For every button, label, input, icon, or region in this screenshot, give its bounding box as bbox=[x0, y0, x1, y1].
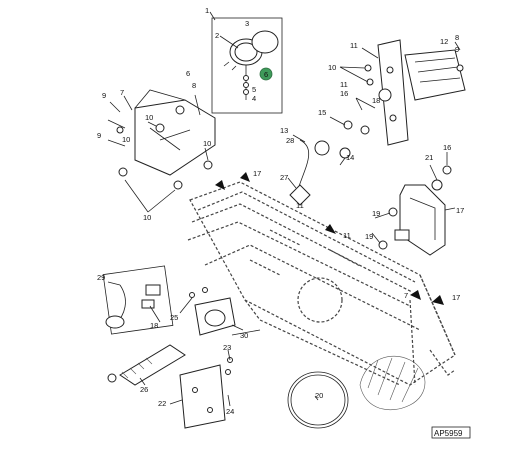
callout-17a: 17 bbox=[253, 169, 261, 178]
callout-17b: 17 bbox=[456, 206, 464, 215]
lamp-assembly: 6 bbox=[211, 17, 283, 114]
callout-18-upper: 18 bbox=[372, 96, 380, 105]
callout-23: 23 bbox=[223, 343, 231, 352]
callout-7b: 7 bbox=[404, 291, 408, 300]
leader-lines bbox=[107, 11, 461, 407]
callout-11d: 11 bbox=[343, 231, 351, 240]
callout-4: 4 bbox=[252, 94, 256, 103]
callout-9: 9 bbox=[102, 91, 106, 100]
callout-2: 2 bbox=[215, 31, 219, 40]
callout-10c: 10 bbox=[203, 139, 211, 148]
callout-6b: 6 bbox=[264, 70, 268, 79]
callout-19b: 19 bbox=[365, 232, 373, 241]
callout-16a: 16 bbox=[340, 89, 348, 98]
callout-11a: 11 bbox=[350, 41, 358, 50]
callout-26: 26 bbox=[140, 385, 148, 394]
callout-9c: 9 bbox=[455, 45, 459, 54]
wiring-harness-upper bbox=[289, 120, 370, 206]
callout-6: 6 bbox=[186, 69, 190, 78]
pointer-arrows bbox=[215, 172, 444, 305]
callout-30: 30 bbox=[240, 331, 248, 340]
tail-light-assembly bbox=[364, 39, 466, 146]
callout-20: 20 bbox=[315, 391, 323, 400]
callout-14: 14 bbox=[346, 153, 354, 162]
callout-13: 13 bbox=[280, 126, 288, 135]
reference-code: AP5959 bbox=[434, 429, 463, 438]
callout-5: 5 bbox=[252, 85, 256, 94]
callout-8b: 8 bbox=[455, 33, 459, 42]
right-bracket bbox=[378, 165, 452, 256]
callout-21: 21 bbox=[425, 153, 433, 162]
callout-12: 12 bbox=[440, 37, 448, 46]
callout-3: 3 bbox=[245, 19, 249, 28]
callout-7: 7 bbox=[120, 88, 124, 97]
callout-10d: 10 bbox=[143, 213, 151, 222]
wire-coil bbox=[287, 371, 349, 429]
callout-19a: 19 bbox=[372, 209, 380, 218]
callout-16b: 16 bbox=[443, 143, 451, 152]
callout-8: 8 bbox=[192, 81, 196, 90]
callout-24: 24 bbox=[226, 407, 234, 416]
callout-11b: 11 bbox=[340, 80, 348, 89]
callout-29: 29 bbox=[97, 273, 105, 282]
callout-15: 15 bbox=[318, 108, 326, 117]
callout-18: 18 bbox=[150, 321, 158, 330]
lamp-bulb-highlight bbox=[259, 67, 273, 81]
callout-10b: 10 bbox=[122, 135, 130, 144]
main-rack-body bbox=[187, 181, 456, 386]
lower-left-components bbox=[102, 265, 261, 429]
callout-25: 25 bbox=[170, 313, 178, 322]
callout-1: 1 bbox=[205, 6, 209, 15]
callout-11c: 11 bbox=[296, 201, 304, 210]
callout-27: 27 bbox=[280, 173, 288, 182]
callout-10a: 10 bbox=[145, 113, 153, 122]
reference-code-box: AP5959 bbox=[431, 426, 471, 439]
hatched-roll bbox=[359, 349, 456, 411]
callout-labels: 1 3 2 5 4 6 8 7 9 9 10 10 10 10 11 10 11… bbox=[97, 6, 464, 416]
callout-22: 22 bbox=[158, 399, 166, 408]
left-bracket bbox=[107, 89, 216, 190]
callout-17c: 17 bbox=[452, 293, 460, 302]
callout-9b: 9 bbox=[97, 131, 101, 140]
callout-28: 28 bbox=[286, 136, 294, 145]
callout-10e: 10 bbox=[328, 63, 336, 72]
